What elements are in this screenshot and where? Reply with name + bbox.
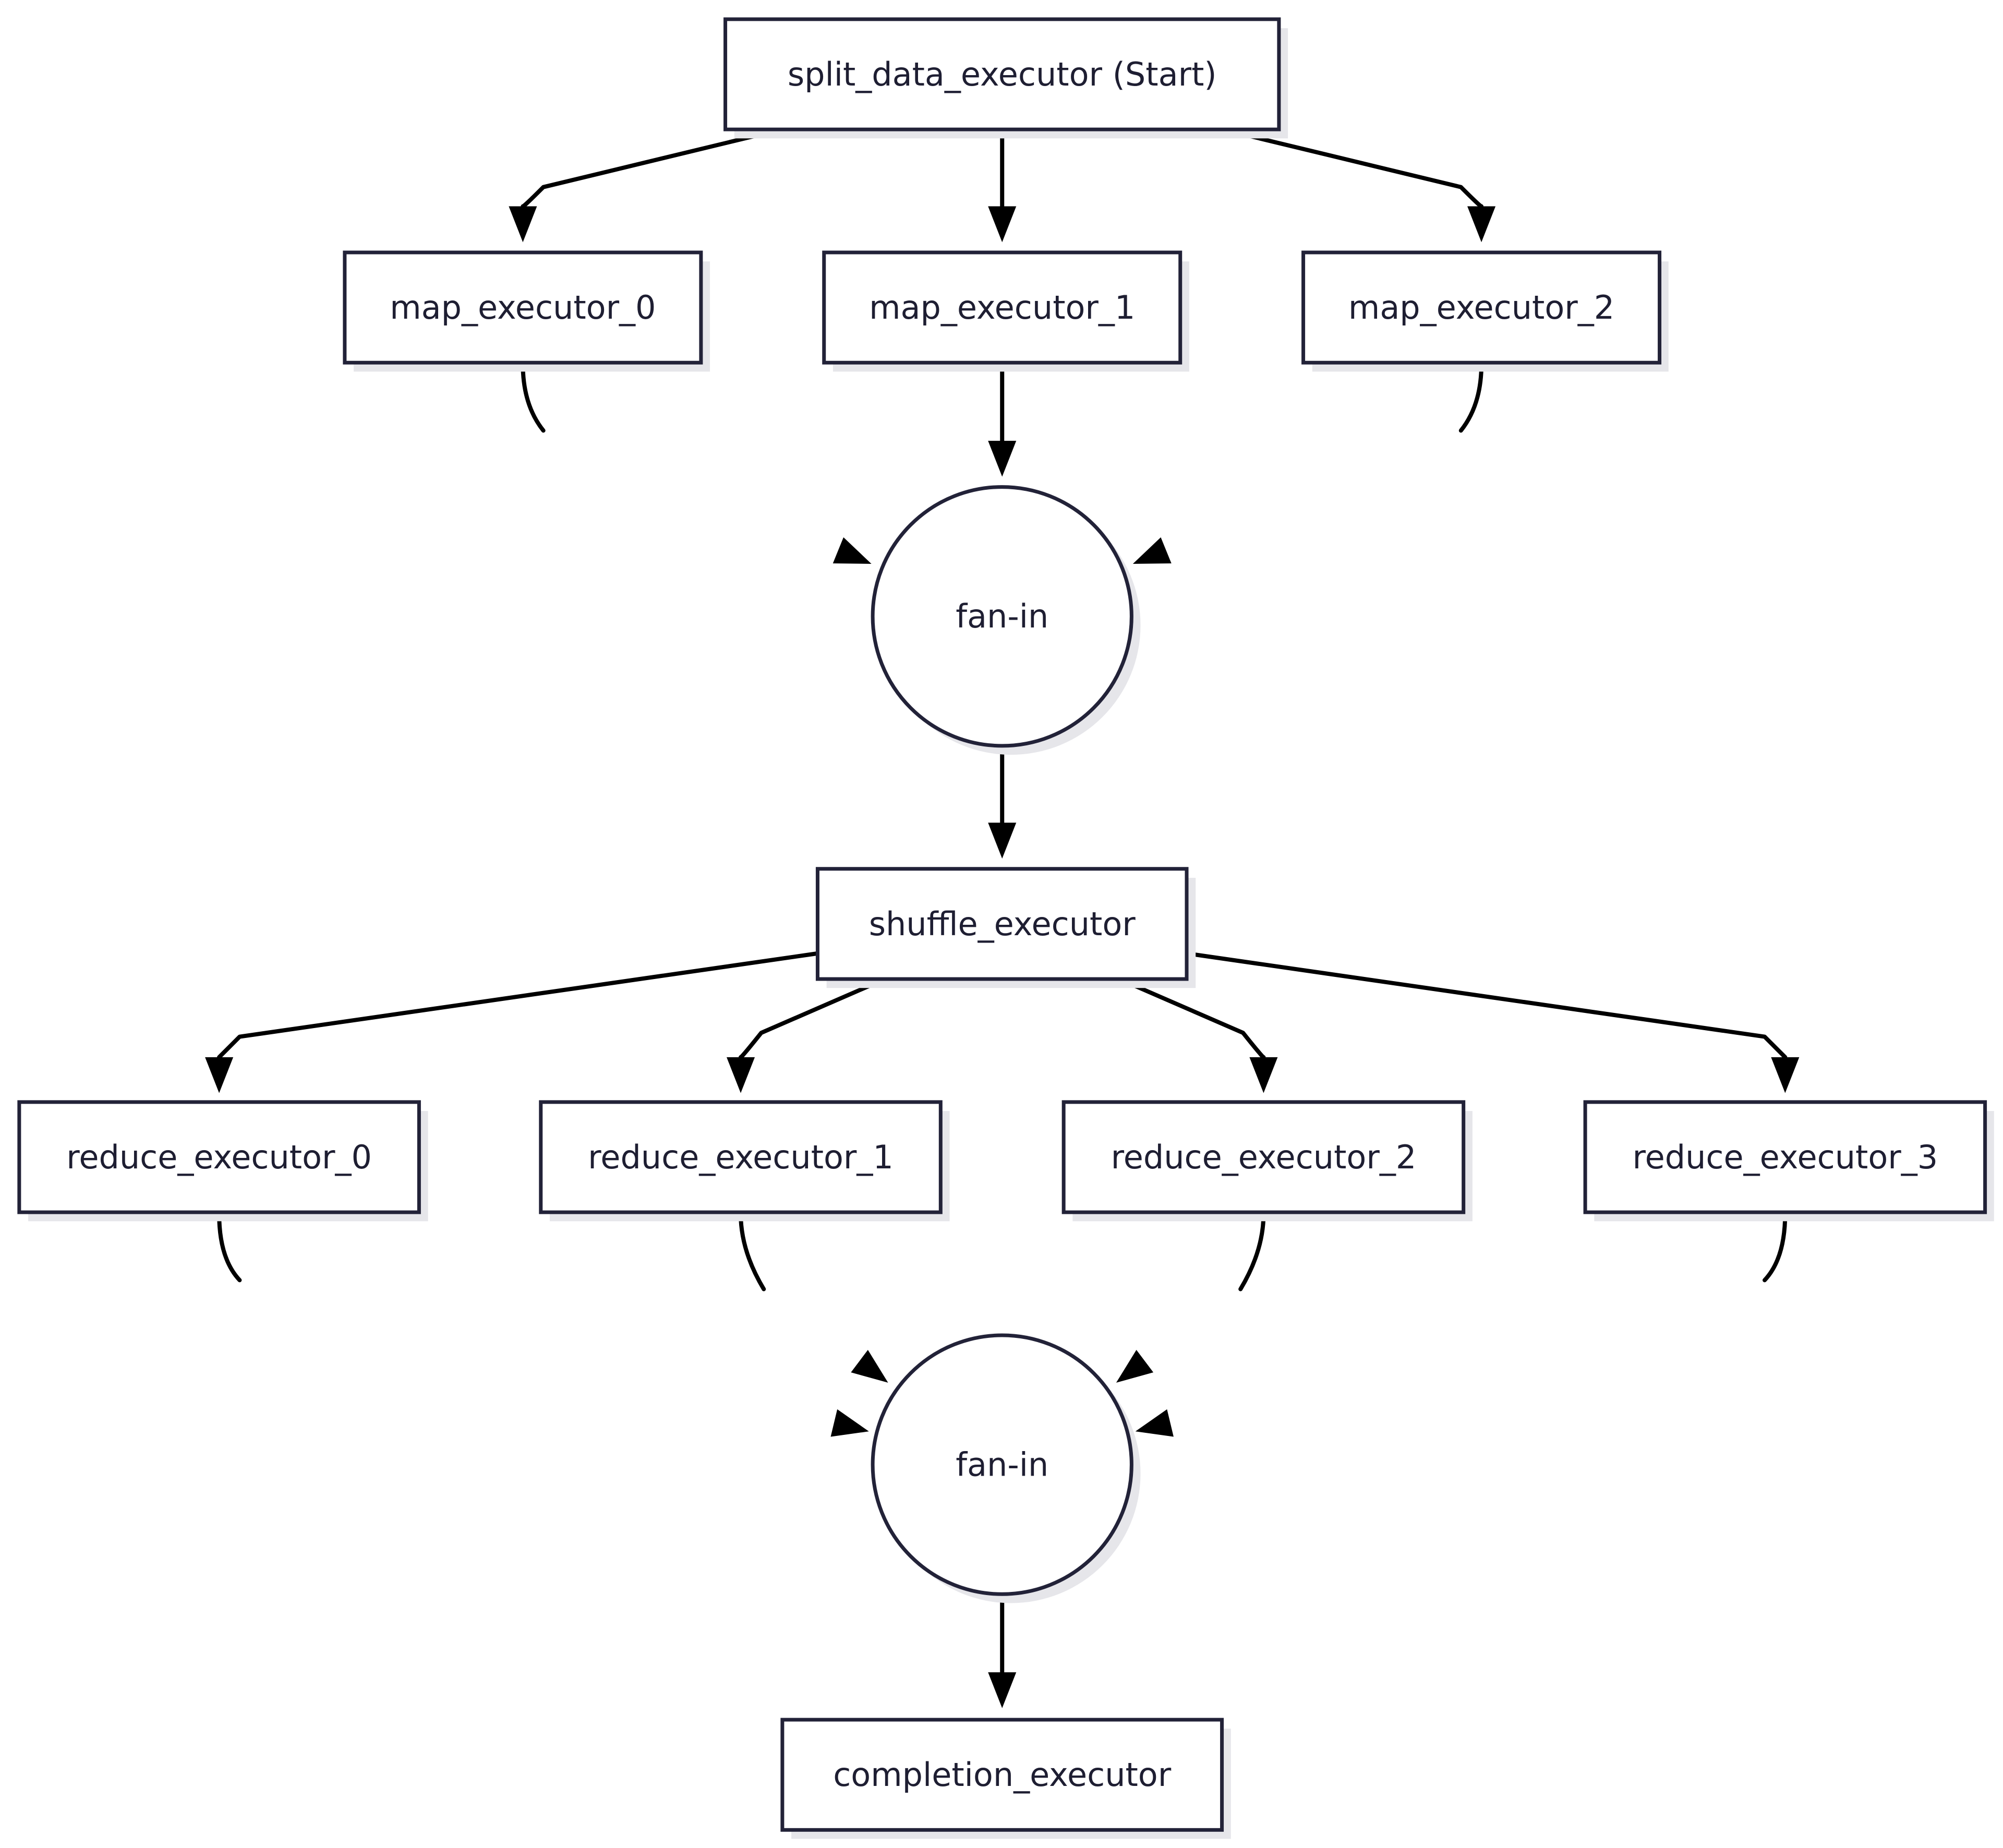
node-label: reduce_executor_0: [66, 1138, 372, 1176]
arrowhead: [727, 1057, 755, 1093]
edge-reduce2-to-fanin2: [1116, 1211, 1266, 1383]
edge-line: [1458, 361, 1484, 433]
arrowhead: [1135, 1409, 1174, 1437]
node-split: split_data_executor (Start): [723, 17, 1288, 139]
arrowhead: [832, 537, 872, 564]
edge-fanin2-to-completion: [988, 1593, 1017, 1708]
arrowhead: [988, 441, 1017, 477]
edge-map0-to-fanin1: [521, 361, 872, 564]
node-reduce3: reduce_executor_3: [1583, 1100, 1994, 1222]
edge-fanin1-to-shuffle: [988, 745, 1017, 859]
node-label: map_executor_0: [390, 288, 656, 327]
node-rect: [822, 250, 1183, 365]
nodes-layer: split_data_executor (Start) map_executor_…: [17, 17, 1994, 1839]
arrowhead: [988, 823, 1017, 859]
arrowhead: [509, 206, 537, 243]
node-fanin2: fan-in: [871, 1333, 1141, 1603]
edge-shuffle-to-reduce3: [1185, 951, 1800, 1093]
edge-split-to-map0: [509, 128, 779, 243]
arrowhead: [1116, 1349, 1154, 1383]
edge-line: [1185, 951, 1788, 1059]
node-rect: [17, 1100, 421, 1214]
node-shuffle: shuffle_executor: [815, 867, 1196, 988]
node-circle: [871, 1333, 1133, 1596]
node-circle: [871, 485, 1133, 748]
edge-shuffle-to-reduce2: [1123, 979, 1278, 1093]
node-reduce2: reduce_executor_2: [1061, 1100, 1473, 1222]
node-reduce1: reduce_executor_1: [539, 1100, 950, 1222]
node-label: map_executor_2: [1348, 288, 1614, 327]
edge-line: [521, 361, 546, 433]
edge-line: [1763, 1211, 1788, 1283]
arrowhead: [1467, 206, 1496, 243]
edge-line: [217, 951, 820, 1059]
edge-split-to-map1: [988, 128, 1017, 243]
edge-map2-to-fanin1: [1132, 361, 1484, 564]
edge-line: [217, 1211, 242, 1283]
edge-shuffle-to-reduce1: [727, 979, 882, 1093]
arrowhead: [205, 1057, 234, 1093]
node-label: reduce_executor_2: [1111, 1138, 1417, 1176]
edge-map1-to-fanin1: [988, 361, 1017, 477]
edge-line: [1123, 979, 1266, 1059]
edge-reduce0-to-fanin2: [217, 1211, 869, 1437]
node-label: shuffle_executor: [869, 905, 1136, 943]
node-label: map_executor_1: [869, 288, 1135, 327]
edge-reduce3-to-fanin2: [1135, 1211, 1788, 1437]
node-rect: [780, 1718, 1224, 1832]
node-map2: map_executor_2: [1301, 250, 1669, 372]
node-rect: [1061, 1100, 1466, 1214]
edges-layer: [205, 128, 1800, 1708]
arrowhead: [1771, 1057, 1800, 1093]
node-map0: map_executor_0: [343, 250, 710, 372]
node-label: completion_executor: [833, 1756, 1172, 1794]
edge-split-to-map2: [1225, 128, 1496, 243]
arrowhead: [988, 1672, 1017, 1708]
arrowhead: [851, 1349, 888, 1383]
edge-reduce1-to-fanin2: [739, 1211, 888, 1383]
edge-line: [1225, 128, 1484, 209]
node-label: reduce_executor_3: [1632, 1138, 1938, 1176]
node-rect: [1301, 250, 1662, 365]
edge-line: [521, 128, 779, 209]
node-completion: completion_executor: [780, 1718, 1231, 1839]
node-rect: [539, 1100, 943, 1214]
node-map1: map_executor_1: [822, 250, 1189, 372]
node-rect: [723, 17, 1281, 131]
node-rect: [1583, 1100, 1987, 1214]
node-label: reduce_executor_1: [588, 1138, 894, 1176]
arrowhead: [1132, 537, 1172, 564]
node-label: fan-in: [956, 597, 1048, 635]
edge-line: [739, 1211, 766, 1291]
edge-line: [1238, 1211, 1266, 1291]
edge-shuffle-to-reduce0: [205, 951, 820, 1093]
node-label: split_data_executor (Start): [788, 55, 1217, 93]
node-reduce0: reduce_executor_0: [17, 1100, 428, 1222]
arrowhead: [1249, 1057, 1278, 1093]
arrowhead: [830, 1409, 869, 1437]
arrowhead: [988, 206, 1017, 243]
node-rect: [343, 250, 703, 365]
node-label: fan-in: [956, 1446, 1048, 1484]
node-fanin1: fan-in: [871, 485, 1141, 755]
edge-line: [739, 979, 882, 1059]
node-rect: [815, 867, 1189, 981]
